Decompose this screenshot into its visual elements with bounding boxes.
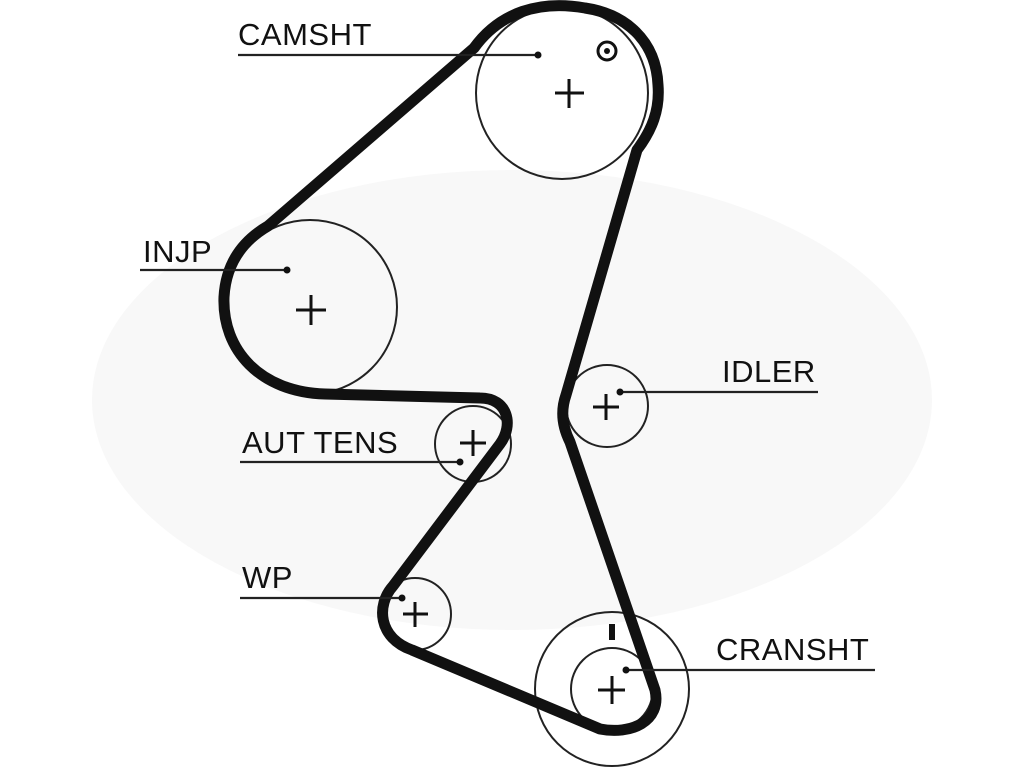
idler-leader (616, 388, 818, 396)
camshaft-leader (238, 51, 542, 59)
background-shadow (92, 170, 932, 630)
auto-tensioner-label: AUT TENS (242, 425, 398, 460)
camshaft-label: CAMSHT (238, 17, 372, 52)
water-pump-label: WP (242, 560, 293, 595)
timing-belt (218, 0, 664, 736)
crankshaft-pulley (534, 611, 690, 767)
injection-pump-leader (140, 266, 291, 274)
timing-mark-icon (596, 40, 618, 62)
crankshaft-leader (622, 666, 875, 674)
injection-pump-label: INJP (143, 234, 212, 269)
idler-label: IDLER (722, 354, 816, 389)
water-pump-leader (240, 594, 406, 602)
auto-tensioner-leader (240, 458, 464, 466)
camshaft-pulley (475, 6, 649, 180)
crankshaft-label: CRANSHT (716, 632, 869, 667)
crank-timing-mark-icon (609, 624, 615, 640)
